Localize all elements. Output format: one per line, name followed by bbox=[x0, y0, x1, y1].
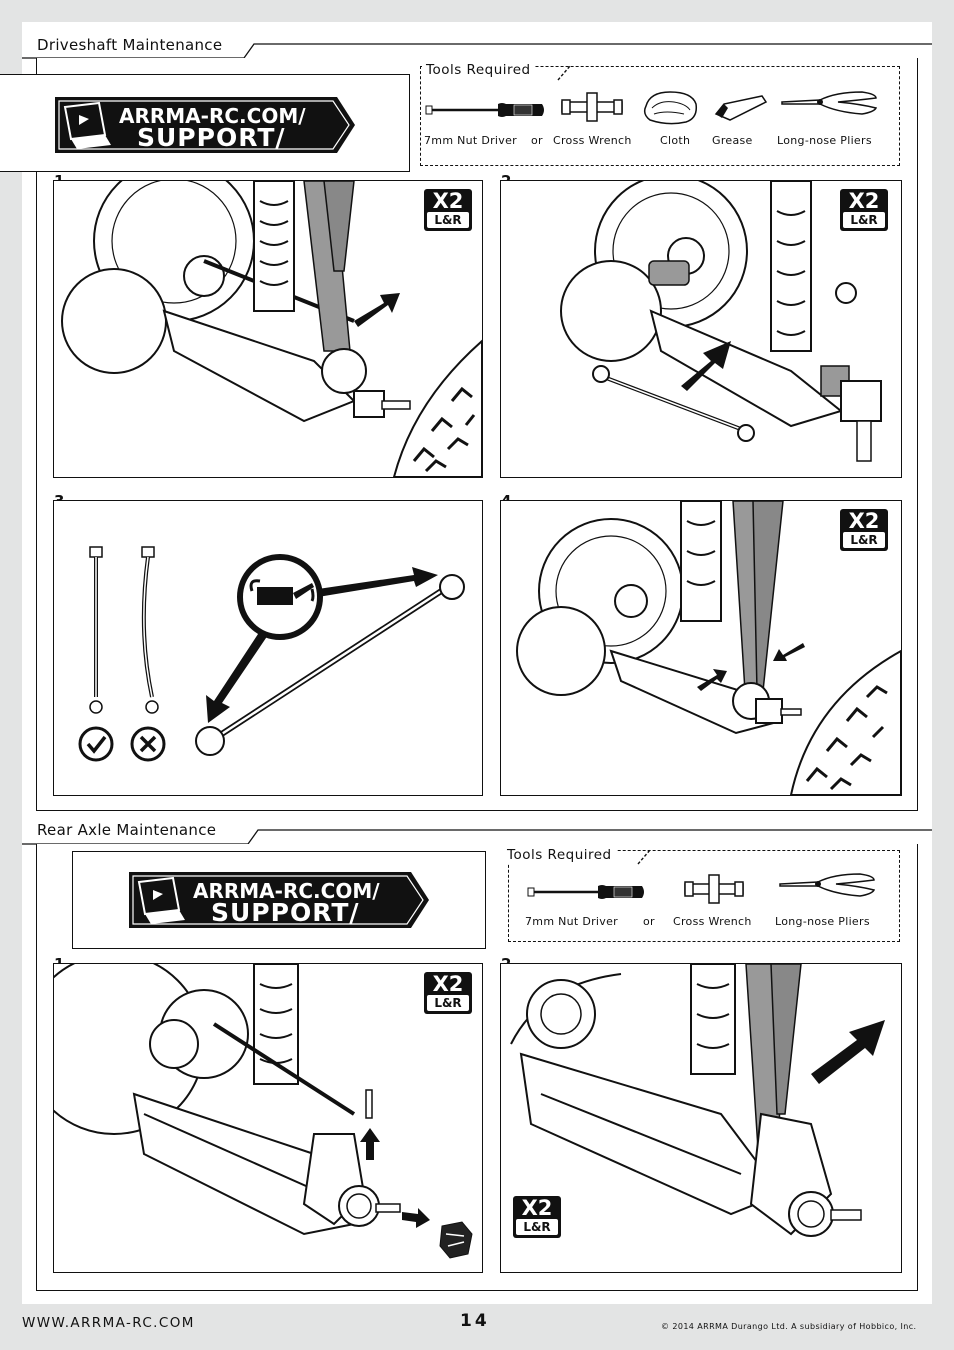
laptop-icon bbox=[137, 876, 185, 924]
tool-label: 7mm Nut Driver bbox=[424, 134, 517, 147]
oil-can-icon bbox=[237, 554, 323, 640]
tool-label: Long-nose Pliers bbox=[777, 134, 872, 147]
suspension-illustration bbox=[560, 181, 882, 462]
bent-driveshaft bbox=[141, 546, 159, 714]
driveshaft-section-title: Driveshaft Maintenance bbox=[37, 36, 223, 54]
driveshaft-tools-title: Tools Required bbox=[422, 62, 535, 78]
driveshaft-step-3-illustration bbox=[53, 500, 483, 796]
driveshaft-title-tab bbox=[22, 43, 932, 59]
cloth-icon bbox=[643, 91, 698, 125]
x-icon bbox=[130, 726, 166, 762]
driveshaft-step-1-illustration bbox=[53, 180, 483, 478]
suspension-illustration bbox=[61, 181, 482, 477]
support-logo: ARRMA-RC.COM/ SUPPORT/ bbox=[129, 872, 429, 928]
support-logo-line2: SUPPORT/ bbox=[211, 898, 360, 927]
nut-driver-icon bbox=[425, 103, 544, 117]
cross-wrench-icon bbox=[561, 92, 623, 122]
straight-driveshaft bbox=[89, 546, 103, 714]
tool-label: Long-nose Pliers bbox=[775, 915, 870, 928]
tools-title-slash bbox=[637, 849, 651, 865]
laptop-icon bbox=[63, 101, 111, 149]
support-logo-line1: ARRMA-RC.COM/ bbox=[193, 879, 380, 903]
grease-tube-icon bbox=[714, 95, 768, 121]
check-icon bbox=[78, 726, 114, 762]
rear-axle-illustration bbox=[510, 964, 885, 1237]
driveshaft-inspection-illustration bbox=[78, 546, 465, 762]
rear-axle-tools-title: Tools Required bbox=[503, 847, 616, 863]
tool-label-or: or bbox=[531, 134, 543, 147]
tools-title-slash bbox=[557, 65, 571, 81]
nut-driver-icon bbox=[527, 885, 644, 899]
copyright-notice: © 2014 ARRMA Durango Ltd. A subsidiary o… bbox=[661, 1322, 917, 1331]
footer-url: WWW.ARRMA-RC.COM bbox=[22, 1315, 195, 1331]
rear-axle-illustration bbox=[54, 964, 473, 1259]
tool-label: Cloth bbox=[660, 134, 691, 147]
tool-label-or: or bbox=[643, 915, 655, 928]
pliers-icon bbox=[779, 873, 876, 897]
rear-axle-step-1-illustration bbox=[53, 963, 483, 1273]
pliers-icon bbox=[781, 91, 878, 115]
rear-axle-title-tab bbox=[22, 829, 932, 845]
driveshaft-step-2-illustration bbox=[500, 180, 902, 478]
support-logo: ARRMA-RC.COM/ SUPPORT/ bbox=[55, 97, 355, 153]
support-logo-line1: ARRMA-RC.COM/ bbox=[119, 104, 306, 128]
rear-axle-tools-box bbox=[508, 850, 900, 942]
tool-label: Cross Wrench bbox=[553, 134, 632, 147]
suspension-illustration bbox=[516, 501, 901, 795]
driveshaft-support-box: ARRMA-RC.COM/ SUPPORT/ bbox=[0, 74, 410, 172]
rear-axle-step-2-illustration bbox=[500, 963, 902, 1273]
cross-wrench-icon bbox=[684, 874, 744, 904]
rear-axle-support-box: ARRMA-RC.COM/ SUPPORT/ bbox=[72, 851, 486, 949]
tool-label: Grease bbox=[712, 134, 753, 147]
tool-label: Cross Wrench bbox=[673, 915, 752, 928]
tool-label: 7mm Nut Driver bbox=[525, 915, 618, 928]
driveshaft-step-4-illustration bbox=[500, 500, 902, 796]
rear-axle-section-title: Rear Axle Maintenance bbox=[37, 821, 217, 839]
support-logo-line2: SUPPORT/ bbox=[137, 123, 286, 152]
page-number: 14 bbox=[460, 1311, 490, 1331]
